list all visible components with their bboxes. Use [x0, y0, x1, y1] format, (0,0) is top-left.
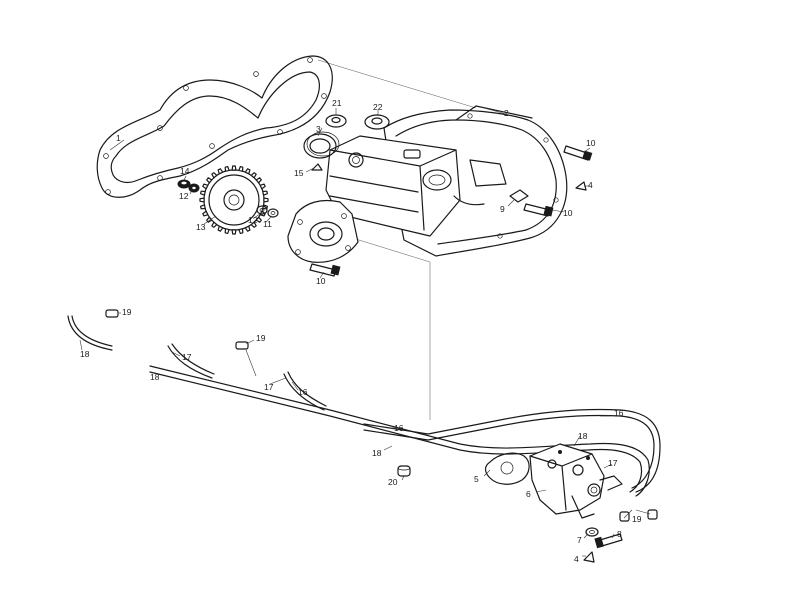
callout-16-right: 16: [614, 408, 624, 418]
callout-15: 15: [294, 168, 304, 178]
washer-7-part: [585, 527, 599, 537]
washer-12a-part: [188, 183, 200, 193]
callout-18-right: 18: [578, 431, 588, 441]
callout-10-upper: 10: [586, 138, 596, 148]
gear-tooth: [217, 168, 224, 175]
callout-10-lower: 10: [316, 276, 326, 286]
pump-gasket-part: [484, 452, 530, 485]
callout-3: 3: [316, 124, 321, 134]
callout-14: 14: [180, 166, 190, 176]
gear-tooth: [200, 190, 206, 196]
alignment-guides: [317, 59, 477, 420]
callout-4-lower: 4: [574, 554, 579, 564]
gear-tooth: [250, 221, 257, 228]
housing-cover-part: [325, 105, 568, 257]
pin-15-part: [311, 163, 323, 171]
hose-18a-part: [67, 315, 113, 351]
clamp-19a-part: [105, 309, 119, 318]
gear-tooth: [224, 166, 230, 172]
gear-tooth: [250, 172, 257, 179]
callout-19-far-left: 19: [122, 307, 132, 317]
clamp-19b-part: [235, 341, 249, 350]
gear-tooth: [262, 190, 268, 196]
callout-20: 20: [388, 477, 398, 487]
gear-tooth: [217, 225, 224, 232]
callout-13: 13: [196, 222, 206, 232]
pin-4b-part: [583, 551, 595, 563]
gear-tooth: [211, 172, 218, 179]
gear-tooth: [202, 183, 209, 190]
gear-tooth: [231, 165, 237, 171]
callout-21: 21: [332, 98, 342, 108]
pump-mount-plate: [287, 199, 359, 263]
oil-seal-part: [303, 131, 340, 159]
gear-tooth: [231, 229, 237, 235]
oil-pump-part: [529, 443, 623, 519]
gear-tooth: [206, 216, 213, 223]
callout-6: 6: [526, 489, 531, 499]
callout-17-right: 17: [608, 458, 618, 468]
washer-12b-part: [256, 205, 268, 215]
gear-tooth: [200, 204, 206, 210]
bolt-10c-part: [309, 263, 341, 277]
callout-18-left: 18: [150, 372, 160, 382]
gear-tooth: [255, 216, 262, 223]
callout-8: 8: [617, 529, 622, 539]
gear-tooth: [255, 177, 262, 184]
callout-12-left: 12: [179, 191, 189, 201]
washer-11-part: [267, 208, 279, 218]
callout-18-center: 18: [372, 448, 382, 458]
gear-tooth: [238, 166, 244, 172]
callout-2: 2: [504, 108, 509, 118]
callout-7: 7: [577, 535, 582, 545]
callout-5: 5: [474, 474, 479, 484]
callout-22: 22: [373, 102, 383, 112]
bolt-10a-part: [563, 145, 593, 161]
gasket-part: [96, 55, 333, 198]
callout-16-hose: 16: [298, 387, 308, 397]
callout-12-right: 12: [248, 215, 258, 225]
gear-tooth: [263, 197, 269, 203]
bolt-10b-part: [523, 203, 554, 217]
callout-10-middle: 10: [563, 208, 573, 218]
gear-part: [199, 165, 269, 235]
gear-tooth: [199, 197, 205, 203]
washer-22-part: [364, 114, 390, 130]
gear-tooth: [206, 177, 213, 184]
nut-14-part: [177, 179, 191, 189]
gear-tooth: [244, 168, 251, 175]
callout-1: 1: [116, 133, 121, 143]
gear-tooth: [238, 228, 244, 234]
callout-4-upper: 4: [588, 180, 593, 190]
callout-9: 9: [500, 204, 505, 214]
callout-labels: 1 2 3 4 4 5 6 7 8 9 10 10 10 11 12 12 13…: [80, 98, 642, 564]
washer-21-part: [325, 114, 347, 128]
gear-tooth: [202, 210, 209, 217]
oil-line-16-part: [363, 408, 661, 493]
callout-18-far-left: 18: [80, 349, 90, 359]
gear-tooth: [224, 228, 230, 234]
fitting-20-part: [397, 465, 411, 477]
gear-tooth: [244, 225, 251, 232]
hose-17a-part: [167, 343, 215, 379]
oil-line-18-part: [149, 365, 650, 497]
gear-tooth: [259, 183, 266, 190]
callout-19-right: 19: [632, 514, 642, 524]
callout-17-mid: 17: [264, 382, 274, 392]
callout-17-left: 17: [182, 352, 192, 362]
callout-16-line: 16: [394, 423, 404, 433]
callout-19-left: 19: [256, 333, 266, 343]
clip-9-part: [509, 189, 529, 203]
callout-11: 11: [263, 219, 272, 229]
clamp-19c-part: [619, 509, 658, 522]
gear-tooth: [211, 221, 218, 228]
leader-lines: [79, 107, 651, 557]
